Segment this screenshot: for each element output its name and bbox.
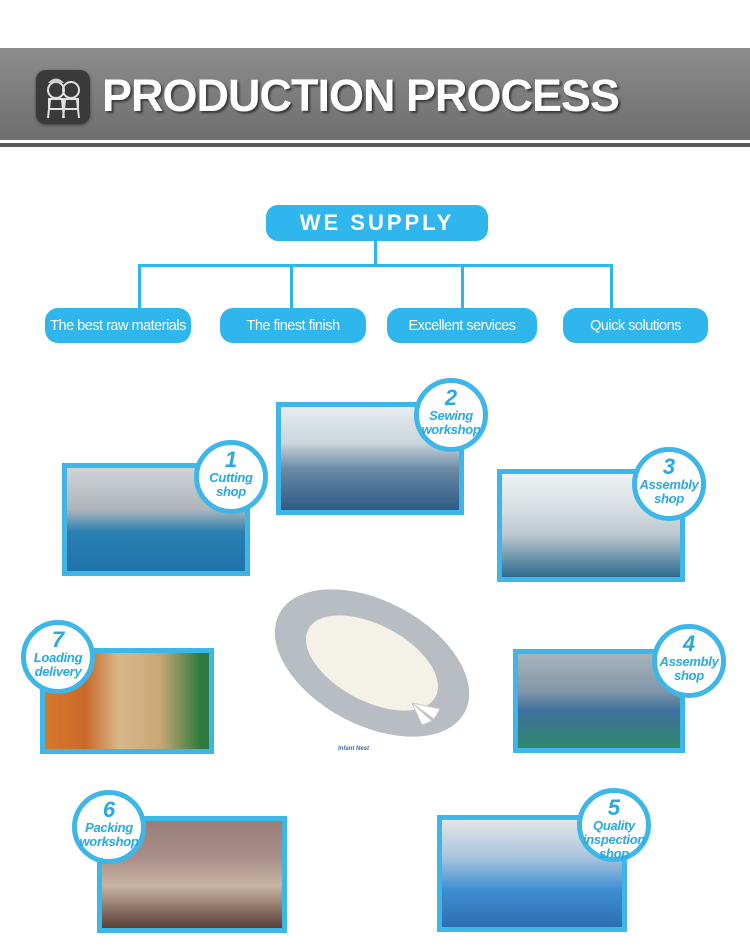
step-3-label: Assembly shop (639, 477, 699, 506)
step-4-label: Assembly shop (659, 654, 719, 683)
tree-stem (374, 241, 377, 267)
tree-branch-1 (138, 264, 141, 310)
we-supply-badge: WE SUPPLY (266, 205, 488, 241)
step-2-badge: 2 Sewing workshop (414, 378, 488, 452)
supply-item-quick-solutions: Quick solutions (563, 308, 708, 343)
step-2-number: 2 (444, 385, 458, 410)
step-1-number: 1 (224, 447, 238, 472)
step-1-badge: 1 Cutting shop (194, 440, 268, 514)
step-5-badge: 5 Quality inspection shop (577, 788, 651, 862)
page-title: PRODUCTION PROCESS (102, 70, 620, 121)
supply-item-raw-materials: The best raw materials (45, 308, 191, 343)
step-1-label: Cutting shop (209, 470, 253, 499)
step-2-label: Sewing workshop (421, 408, 481, 437)
step-5-label: Quality inspection shop (582, 818, 645, 861)
header-underline (0, 143, 750, 147)
step-4-badge: 4 Assembly shop (652, 624, 726, 698)
step-3-number: 3 (662, 454, 676, 479)
supply-item-excellent-services: Excellent services (387, 308, 537, 343)
step-6-badge: 6 Packing workshop (72, 790, 146, 864)
tree-branch-4 (610, 264, 613, 310)
step-3-badge: 3 Assembly shop (632, 447, 706, 521)
tree-branch-3 (461, 264, 464, 310)
step-6-number: 6 (102, 797, 116, 822)
supply-item-finest-finish: The finest finish (220, 308, 366, 343)
product-caption: Infant Nest (338, 746, 370, 752)
step-6-label: Packing workshop (79, 820, 139, 849)
step-4-number: 4 (682, 631, 696, 656)
kids-logo-icon (36, 70, 90, 124)
tree-bar (138, 264, 613, 267)
tree-branch-2 (290, 264, 293, 310)
step-7-badge: 7 Loading delivery (21, 620, 95, 694)
step-5-number: 5 (607, 795, 621, 820)
infant-nest-product-image (262, 583, 482, 743)
step-7-label: Loading delivery (33, 650, 83, 679)
header-banner (0, 48, 750, 140)
packing-workshop-photo (97, 816, 287, 933)
step-7-number: 7 (51, 627, 65, 652)
